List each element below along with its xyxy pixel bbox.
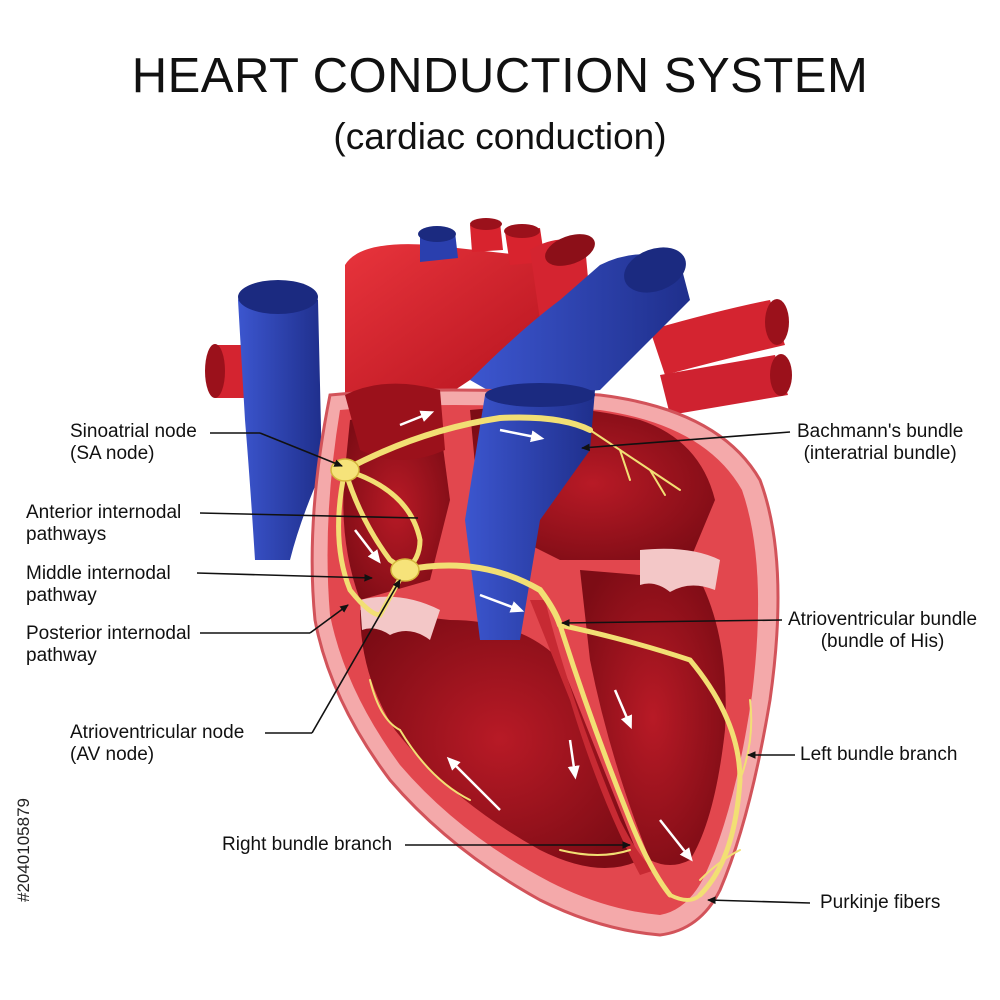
leader-lines xyxy=(196,431,811,905)
pulmonary-trunk xyxy=(470,247,690,400)
label-anterior-internodal: Anterior internodal pathways xyxy=(26,502,181,546)
pulmonary-trunk-interior xyxy=(465,390,595,640)
label-line: Atrioventricular bundle xyxy=(788,609,978,630)
stock-id-text: #204010587​9 xyxy=(4,760,34,940)
label-av-bundle: Atrioventricular bundle (bundle of His) xyxy=(788,609,977,653)
left-ventricle xyxy=(580,570,726,865)
label-posterior-internodal: Posterior internodal pathway xyxy=(26,623,191,667)
label-line: Left bundle branch xyxy=(800,744,958,765)
diagram-title: HEART CONDUCTION SYSTEM xyxy=(131,49,869,103)
label-line: Right bundle branch xyxy=(222,834,393,855)
tricuspid-valve xyxy=(360,596,440,640)
label-line: (interatrial bundle) xyxy=(803,443,957,464)
label-av-node: Atrioventricular node (AV node) xyxy=(70,722,244,766)
label-line: pathways xyxy=(26,524,107,545)
sa-node xyxy=(330,458,360,482)
interventricular-septum xyxy=(530,600,655,875)
mitral-valve xyxy=(640,548,720,592)
label-line: pathway xyxy=(26,645,97,666)
label-purkinje-fibers: Purkinje fibers xyxy=(820,892,940,914)
label-right-bundle-branch: Right bundle branch xyxy=(222,834,392,856)
conduction-system xyxy=(336,414,753,902)
label-line: Anterior internodal xyxy=(26,502,182,523)
stock-id-value: #204010587​9 xyxy=(14,798,33,903)
label-line: Purkinje fibers xyxy=(820,892,941,913)
blood-flow-arrows xyxy=(354,410,693,862)
right-ventricle xyxy=(360,610,640,868)
label-left-bundle-branch: Left bundle branch xyxy=(800,744,957,766)
label-middle-internodal: Middle internodal pathway xyxy=(26,563,171,607)
pulmonary-veins-right xyxy=(650,299,792,415)
label-sa-node: Sinoatrial node (SA node) xyxy=(70,421,197,465)
label-line: Posterior internodal xyxy=(26,623,191,644)
label-line: Bachmann's bundle xyxy=(797,421,964,442)
label-line: Sinoatrial node xyxy=(70,421,197,442)
label-line: Atrioventricular node xyxy=(70,722,245,743)
diagram-subtitle: (cardiac conduction) xyxy=(333,116,667,157)
label-line: (SA node) xyxy=(70,443,155,464)
label-line: Middle internodal xyxy=(26,563,171,584)
aorta-interior xyxy=(345,383,445,460)
label-line: (bundle of His) xyxy=(820,631,945,652)
label-bachmanns-bundle: Bachmann's bundle (interatrial bundle) xyxy=(797,421,963,465)
superior-vena-cava xyxy=(238,280,322,560)
av-node xyxy=(390,558,420,582)
label-line: (AV node) xyxy=(70,744,155,765)
label-line: pathway xyxy=(26,585,97,606)
